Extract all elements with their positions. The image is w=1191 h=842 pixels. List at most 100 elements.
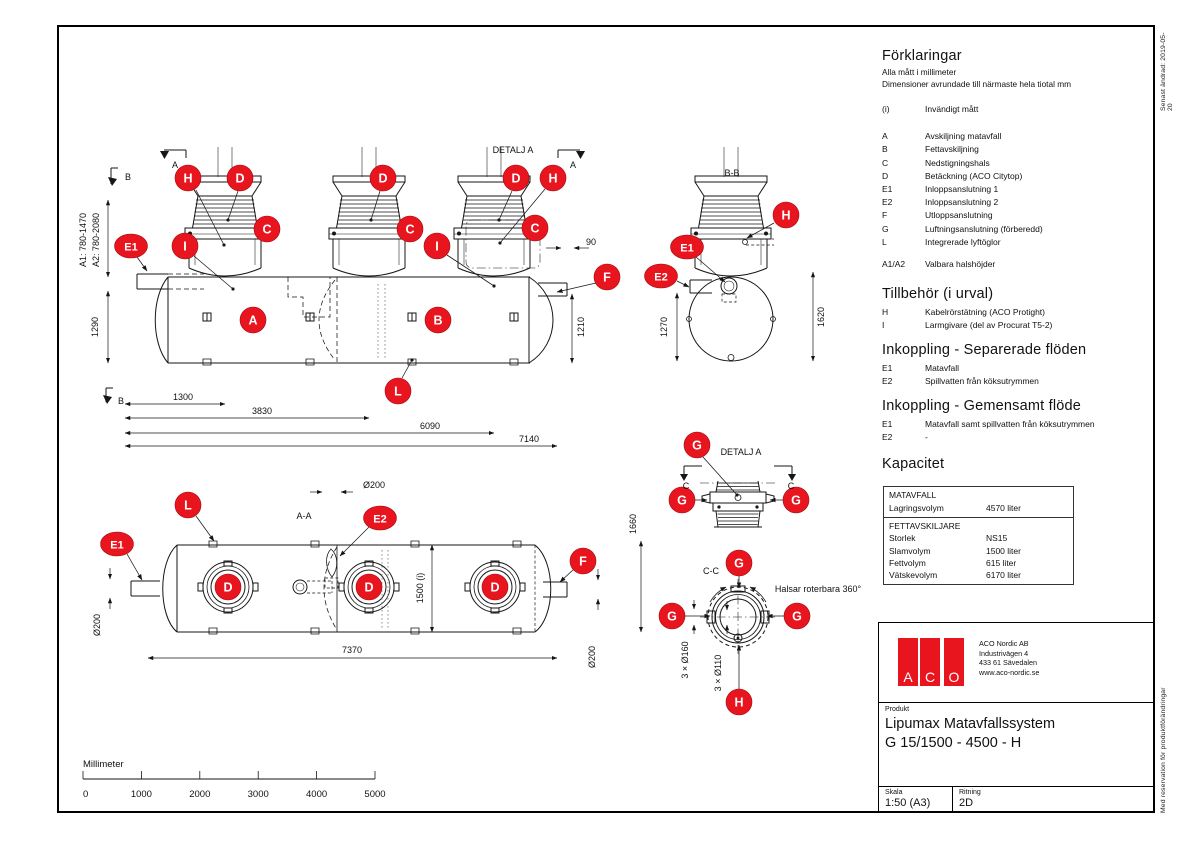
- dim-text: 3830: [252, 406, 272, 416]
- callout-text: G: [677, 493, 687, 507]
- internal-pipe-dotted: [378, 284, 385, 360]
- section-bb-view: 1270 1620: [659, 146, 826, 370]
- dim-text: DETALJ A: [493, 145, 534, 155]
- callout-text: G: [792, 609, 802, 623]
- scale-tick-label: 5000: [364, 789, 385, 800]
- callout-f: [570, 548, 596, 574]
- scale-tick-label: 1000: [131, 789, 152, 800]
- inlet-e1-stub: [137, 274, 168, 289]
- section-arrow-b-bottom: [103, 388, 113, 404]
- dim-text: 3 × Ø160: [680, 641, 690, 678]
- legend-title: Förklaringar: [882, 48, 962, 64]
- legend-panel: Förklaringar Alla mått i millimeter Dime…: [882, 48, 1154, 271]
- plan-view: [104, 489, 646, 663]
- dim-text: B-B: [724, 168, 739, 178]
- leader-line: [226, 191, 238, 222]
- section-arrow-c-right: [774, 466, 796, 481]
- drawing-type-value: 2D: [959, 797, 974, 809]
- dim-text: A1: 780-1470: [78, 213, 88, 267]
- callout-text: E2: [373, 513, 386, 525]
- capacity-section-header: FETTAVSKILJARE: [889, 520, 961, 531]
- leader-line: [703, 457, 739, 497]
- callout-h: [540, 165, 566, 191]
- leader-line: [497, 191, 512, 222]
- dim-text: 1300: [173, 392, 193, 402]
- legend-footnote: A1/A2 Valbara halshöjder: [882, 259, 996, 270]
- accessories-title: Tillbehör (i urval): [882, 286, 994, 302]
- section-arrow-b-top: [108, 168, 118, 186]
- callout-e2: [645, 264, 678, 288]
- callout-text: H: [183, 171, 192, 185]
- callout-text: C: [530, 221, 539, 235]
- dim-text: A-A: [296, 511, 311, 521]
- callout-d: [503, 165, 529, 191]
- callout-g: [659, 603, 685, 629]
- callout-text: H: [781, 208, 790, 222]
- scale-value: 1:50 (A3): [885, 797, 931, 809]
- dim-text: Ø200: [587, 646, 597, 668]
- callout-f: [594, 264, 620, 290]
- internal-baffle-dashed: [288, 277, 330, 317]
- callout-text: F: [579, 554, 587, 568]
- leader-line: [498, 189, 545, 245]
- leader-line: [194, 256, 235, 291]
- callout-text: G: [667, 609, 677, 623]
- callout-e2: [364, 506, 397, 530]
- callout-c: [397, 216, 423, 242]
- dim-text: 3 × Ø110: [713, 655, 723, 692]
- leader-line: [339, 527, 369, 557]
- e2-stub: [690, 280, 712, 293]
- drawing-type-cell: Ritning 2D: [959, 789, 981, 809]
- callout-l: [385, 378, 411, 404]
- callout-text: E1: [124, 241, 137, 253]
- neck-centerlines: [225, 152, 494, 433]
- dim-text: 90: [586, 237, 596, 247]
- plan-e2-inlet: [327, 549, 337, 577]
- callout-text: G: [692, 438, 702, 452]
- callout-i: [172, 233, 198, 259]
- leader-line: [677, 281, 690, 287]
- dim-text: 7140: [519, 434, 539, 444]
- product-label: Produkt: [885, 706, 910, 713]
- scale-bar-label: Millimeter: [83, 759, 124, 770]
- drawing-frame: [57, 25, 1155, 813]
- svg-text:1620: 1620: [816, 307, 826, 327]
- leader-line: [447, 255, 496, 288]
- leader-line: [196, 190, 226, 247]
- callout-text: A: [248, 313, 257, 327]
- callout-g: [784, 603, 810, 629]
- scale-tick-label: 0: [83, 789, 88, 800]
- aco-logo-block-a: A: [898, 638, 918, 686]
- last-modified-note: Senast ändrad: 2019-05-20: [1160, 32, 1174, 111]
- leader-line: [196, 516, 214, 542]
- capacity-title: Kapacitet: [882, 456, 945, 472]
- neck-1: [184, 146, 266, 277]
- dim-text: 1660: [628, 514, 638, 534]
- callout-text: D: [490, 580, 499, 594]
- callout-b: [425, 307, 451, 333]
- dim-text: 6090: [420, 421, 440, 431]
- neck-2: [328, 146, 410, 277]
- legend-subtitle-1: Alla mått i millimeter: [882, 67, 957, 77]
- callout-e1: [671, 235, 704, 259]
- leader-line: [137, 257, 147, 272]
- callout-g: [783, 487, 809, 513]
- capacity-section-header: MATAVFALL: [889, 490, 937, 500]
- dim-text: A: [570, 160, 576, 170]
- legend-note: (i) Invändigt mått: [882, 104, 979, 114]
- dim-text: Ø200: [363, 480, 385, 490]
- dim-text: 1500 (i): [415, 573, 425, 604]
